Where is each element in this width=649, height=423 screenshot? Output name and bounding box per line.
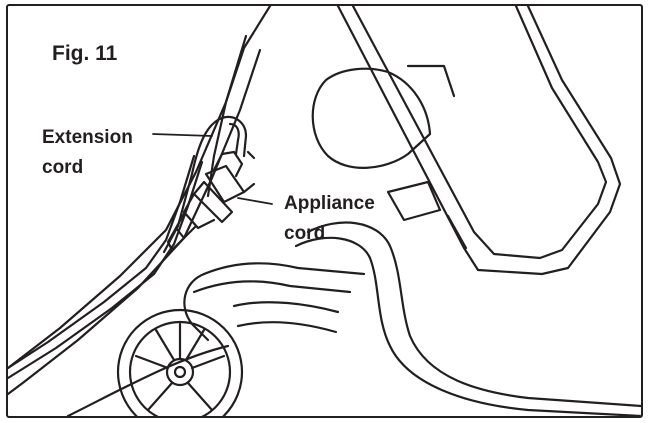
extension-cord-label: Extension	[42, 127, 133, 148]
extension-cord-label-line2: cord	[42, 157, 84, 178]
leader-lines	[152, 133, 273, 205]
plug-connector	[166, 150, 256, 252]
illustration	[8, 6, 641, 416]
motor-cover	[311, 64, 456, 222]
cord-hook	[162, 115, 248, 254]
wheel	[116, 308, 244, 416]
appliance-cord-label-line2: cord	[284, 223, 326, 244]
extension-leader-line	[152, 133, 213, 137]
machine-housing	[206, 6, 622, 276]
frame-tube	[8, 34, 262, 396]
figure-title: Fig. 11	[52, 42, 118, 65]
appliance-leader-line	[237, 197, 273, 205]
figure-frame: Fig. 11 Extension cord Appliance cord	[6, 4, 643, 418]
appliance-cord-label: Appliance	[284, 193, 375, 214]
